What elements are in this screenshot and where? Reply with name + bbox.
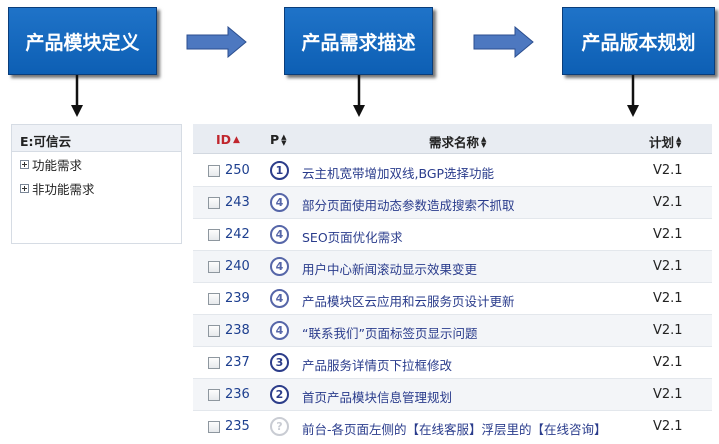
flow-step-module-definition: 产品模块定义 (8, 7, 157, 75)
row-plan: V2.1 (653, 387, 683, 402)
column-header-plan[interactable]: 计划 ▲▼ (649, 134, 682, 150)
row-plan: V2.1 (653, 259, 683, 274)
row-plan: V2.1 (653, 323, 683, 338)
priority-badge-icon: 4 (270, 321, 289, 340)
module-tree-panel: E:可信云 功能需求 非功能需求 (11, 124, 182, 244)
table-row: 239 4 产品模块区云应用和云服务页设计更新 V2.1 (193, 283, 712, 315)
row-name-link[interactable]: SEO页面优化需求 (302, 230, 403, 245)
column-header-id[interactable]: ID ▲ (216, 132, 240, 147)
row-id-link[interactable]: 236 (225, 387, 250, 402)
table-row: 242 4 SEO页面优化需求 V2.1 (193, 219, 712, 251)
priority-badge-icon: 4 (270, 289, 289, 308)
tree-item-label: 非功能需求 (32, 181, 95, 197)
row-checkbox[interactable] (208, 421, 220, 433)
flow-step-1-label: 产品模块定义 (25, 31, 140, 54)
row-checkbox[interactable] (208, 197, 220, 209)
table-row: 237 3 产品服务详情页下拉框修改 V2.1 (193, 347, 712, 379)
row-id-link[interactable]: 242 (225, 227, 250, 242)
row-id-link[interactable]: 237 (225, 355, 250, 370)
tree-title: E:可信云 (12, 125, 181, 152)
sort-ascending-icon: ▲ (233, 134, 240, 145)
row-id-link[interactable]: 240 (225, 259, 250, 274)
row-checkbox[interactable] (208, 165, 220, 177)
down-arrow-icon (627, 75, 639, 117)
expand-icon[interactable] (20, 159, 29, 169)
flow-step-2-label: 产品需求描述 (301, 31, 416, 54)
row-plan: V2.1 (653, 355, 683, 370)
column-header-name[interactable]: 需求名称 ▲▼ (429, 134, 487, 150)
sort-icon: ▲▼ (281, 132, 287, 147)
flow-step-requirement-description: 产品需求描述 (284, 7, 433, 75)
row-name-link[interactable]: 产品服务详情页下拉框修改 (302, 358, 453, 373)
down-arrow-icon (353, 75, 365, 117)
table-header: ID ▲ P ▲▼ 需求名称 ▲▼ 计划 ▲▼ (193, 124, 712, 154)
row-id-link[interactable]: 243 (225, 195, 250, 210)
row-checkbox[interactable] (208, 293, 220, 305)
priority-badge-icon: 1 (270, 161, 289, 180)
tree-item-non-functional[interactable]: 非功能需求 (12, 176, 181, 200)
row-name-link[interactable]: 云主机宽带增加双线,BGP选择功能 (302, 166, 495, 181)
row-plan: V2.1 (653, 291, 683, 306)
row-plan: V2.1 (653, 419, 683, 434)
row-id-link[interactable]: 239 (225, 291, 250, 306)
priority-badge-icon: 4 (270, 257, 289, 276)
flow-step-3-label: 产品版本规划 (581, 31, 696, 54)
priority-badge-icon: 4 (270, 193, 289, 212)
row-checkbox[interactable] (208, 325, 220, 337)
sort-icon: ▲▼ (676, 134, 682, 149)
row-checkbox[interactable] (208, 261, 220, 273)
priority-badge-icon: ? (270, 417, 289, 436)
flow-step-version-planning: 产品版本规划 (562, 7, 715, 75)
requirements-table: ID ▲ P ▲▼ 需求名称 ▲▼ 计划 ▲▼ 250 1 云主机宽带增加双线,… (193, 124, 712, 444)
table-row: 236 2 首页产品模块信息管理规划 V2.1 (193, 379, 712, 411)
priority-badge-icon: 3 (270, 353, 289, 372)
table-row: 250 1 云主机宽带增加双线,BGP选择功能 V2.1 (193, 155, 712, 187)
column-header-priority[interactable]: P ▲▼ (270, 132, 287, 147)
row-checkbox[interactable] (208, 229, 220, 241)
row-id-link[interactable]: 238 (225, 323, 250, 338)
row-name-link[interactable]: 部分页面使用动态参数造成搜索不抓取 (302, 198, 515, 213)
row-id-link[interactable]: 235 (225, 419, 250, 434)
right-arrow-icon (473, 26, 534, 58)
tree-item-label: 功能需求 (32, 157, 83, 173)
row-name-link[interactable]: 前台-各页面左侧的【在线客服】浮层里的【在线咨询】 (302, 422, 607, 437)
priority-badge-icon: 2 (270, 385, 289, 404)
table-row: 243 4 部分页面使用动态参数造成搜索不抓取 V2.1 (193, 187, 712, 219)
row-plan: V2.1 (653, 227, 683, 242)
row-name-link[interactable]: 用户中心新闻滚动显示效果变更 (302, 262, 478, 277)
tree-item-functional[interactable]: 功能需求 (12, 152, 181, 176)
sort-icon: ▲▼ (481, 134, 487, 149)
row-checkbox[interactable] (208, 357, 220, 369)
table-row: 235 ? 前台-各页面左侧的【在线客服】浮层里的【在线咨询】 V2.1 (193, 411, 712, 443)
row-id-link[interactable]: 250 (225, 163, 250, 178)
row-plan: V2.1 (653, 163, 683, 178)
row-checkbox[interactable] (208, 389, 220, 401)
down-arrow-icon (71, 75, 83, 117)
priority-badge-icon: 4 (270, 225, 289, 244)
row-name-link[interactable]: “联系我们”页面标签页显示问题 (302, 326, 478, 341)
row-plan: V2.1 (653, 195, 683, 210)
expand-icon[interactable] (20, 183, 29, 193)
table-row: 240 4 用户中心新闻滚动显示效果变更 V2.1 (193, 251, 712, 283)
table-row: 238 4 “联系我们”页面标签页显示问题 V2.1 (193, 315, 712, 347)
row-name-link[interactable]: 首页产品模块信息管理规划 (302, 390, 453, 405)
right-arrow-icon (186, 26, 247, 58)
row-name-link[interactable]: 产品模块区云应用和云服务页设计更新 (302, 294, 515, 309)
